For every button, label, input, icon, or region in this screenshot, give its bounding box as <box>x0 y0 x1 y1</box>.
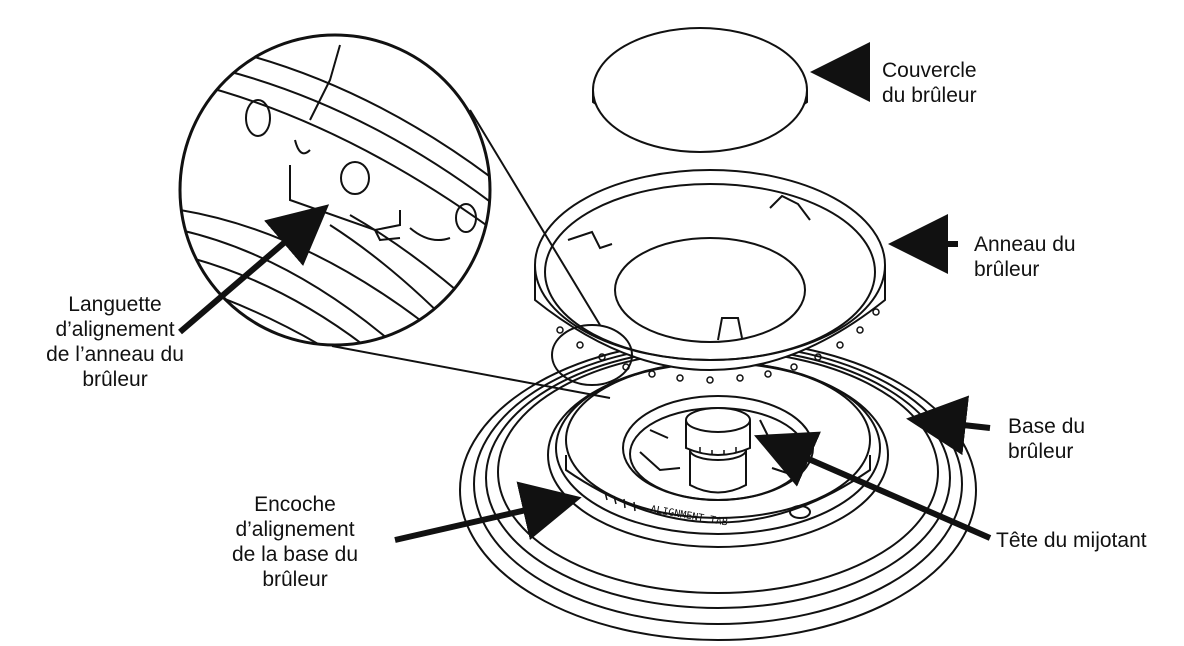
arrow-burner-base <box>906 395 991 456</box>
label-burner-cap: Couvercle du brûleur <box>882 59 977 107</box>
label-ring-alignment-tab: Languette d’alignement de l’anneau du br… <box>46 293 184 391</box>
label-burner-ring: Anneau du brûleur <box>974 233 1076 281</box>
label-burner-base: Base du brûleur <box>1008 415 1086 463</box>
arrow-base-alignment-notch <box>394 481 582 543</box>
burner-ring <box>534 169 886 384</box>
arrow-simmer-head <box>753 431 992 541</box>
simmer-head <box>685 407 751 494</box>
arrow-ring-alignment-tab <box>178 204 330 335</box>
burner-cap <box>592 27 808 153</box>
label-base-alignment-notch: Encoche d’alignement de la base du brûle… <box>231 493 359 591</box>
label-simmer-head: Tête du mijotant <box>996 529 1147 552</box>
pointer-arrows <box>178 42 992 543</box>
